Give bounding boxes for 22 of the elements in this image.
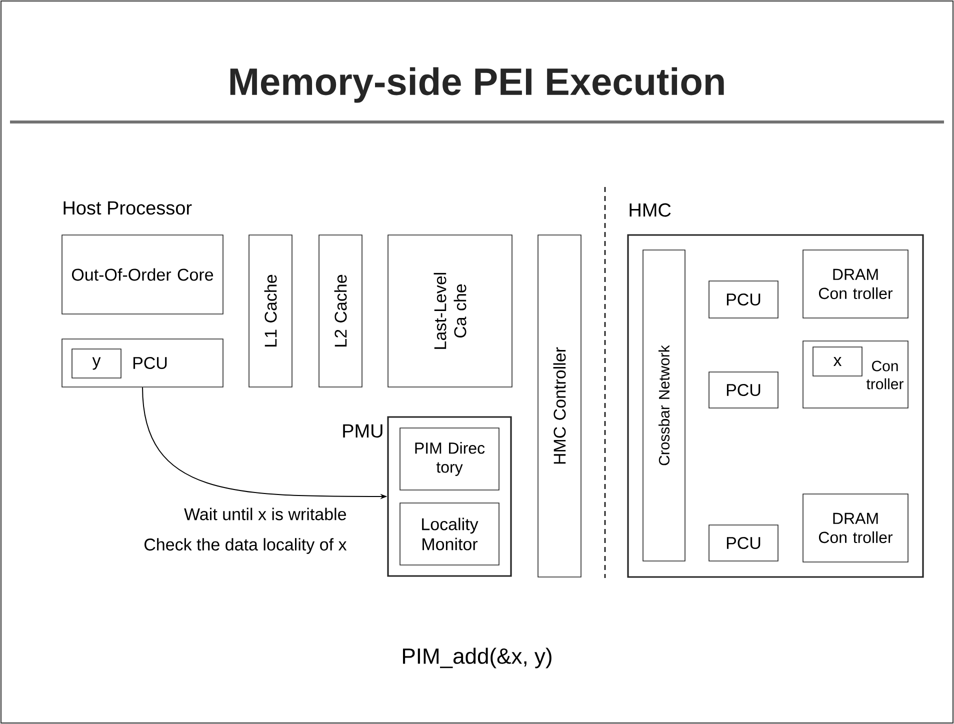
controller-box: HMC Controller	[538, 234, 582, 578]
node-label: HMC	[630, 203, 671, 217]
directory-box: PIM Direc tory	[400, 428, 500, 490]
title: Memory-side PEI Execution	[230, 67, 724, 103]
unit-box: PCU	[708, 372, 778, 408]
crossbar-box: Crossbar Network	[642, 250, 686, 562]
note-text: Check the data locality of x	[144, 538, 347, 554]
monitor-box: Locality Monitor	[400, 502, 500, 566]
unit-box: PCU	[708, 524, 778, 562]
section-label: Host Processor	[64, 201, 192, 215]
code-text: PIM_add(&x, y)	[403, 648, 552, 668]
cache-box: L1 Cache	[248, 234, 292, 388]
note-text: Wait until x is writable	[184, 508, 346, 520]
cache-box: Last-Level Ca che	[388, 234, 512, 388]
operand-box: x	[812, 346, 862, 376]
core-box: Out-Of-Order Core	[62, 234, 224, 314]
operand-box: y	[72, 348, 122, 378]
controller-box: DRAM Con troller	[802, 494, 908, 562]
cache-box: L2 Cache	[318, 234, 362, 388]
node-label: PMU	[343, 424, 382, 438]
controller-box: DRAM Con troller	[802, 250, 908, 318]
unit-box: PCU	[708, 280, 778, 318]
